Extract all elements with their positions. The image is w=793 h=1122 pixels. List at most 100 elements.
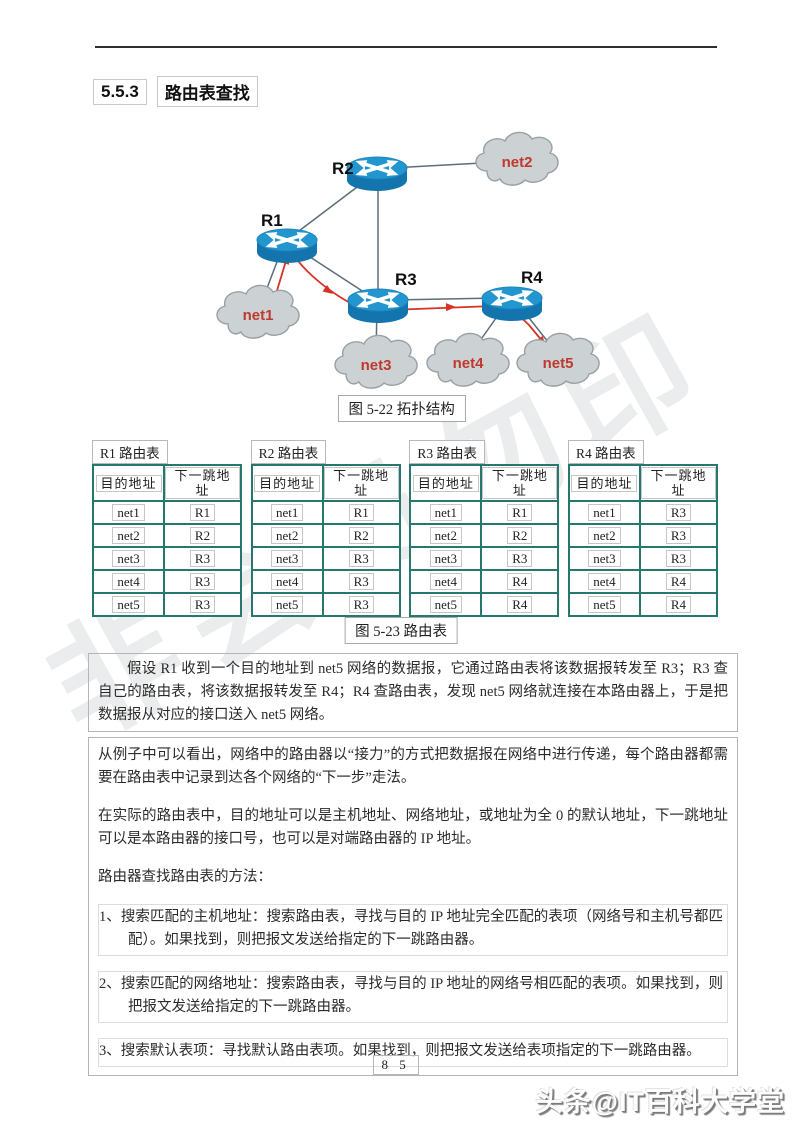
table-row: net3 R3 [250,546,401,571]
table-row: net3 R3 [409,546,560,571]
route-cell: net3 [409,546,483,571]
routing-table-r1: R1 路由表 目的地址 下一跳地址 net1 R1 net2 R2 net3 R… [91,440,242,617]
network-label-net5: net5 [543,355,574,372]
route-cell: R3 [163,546,242,571]
route-cell: net4 [250,569,324,594]
routing-table-title: R4 路由表 [567,440,644,464]
column-header-destination: 目的地址 [409,464,483,502]
router-label-r1: R1 [261,211,283,230]
table-row: net5 R4 [409,592,560,617]
column-header-destination: 目的地址 [91,464,166,502]
column-header-destination: 目的地址 [567,464,642,502]
table-row: net5 R4 [567,592,718,617]
router-icon-r4 [480,285,544,323]
route-cell: R3 [321,569,401,594]
figure-caption-5-23: 图 5-23 路由表 [344,617,458,644]
table-row: net2 R2 [91,523,242,548]
table-row: net2 R2 [409,523,560,548]
table-row: net1 R1 [250,500,401,525]
table-row: net3 R3 [567,546,718,571]
route-cell: R3 [480,546,560,571]
method-item-1: 1、搜索匹配的主机地址：搜索路由表，寻找与目的 IP 地址完全匹配的表项（网络号… [98,904,728,956]
route-cell: R3 [163,569,242,594]
table-row: net4 R4 [409,569,560,594]
route-cell: R4 [480,569,560,594]
router-icon-r3 [346,287,410,325]
column-header-nexthop: 下一跳地址 [163,464,242,502]
router-label-r2: R2 [332,159,354,178]
explanation-block: 从例子中可以看出，网络中的路由器以“接力”的方式把数据报在网络中进行传递，每个路… [88,737,738,1076]
route-cell: R4 [639,569,718,594]
figure-caption-5-22: 图 5-22 拓扑结构 [337,395,466,422]
section-heading: 5.5.3 路由表查找 [93,76,258,107]
route-cell: net4 [409,569,483,594]
route-cell: R3 [639,523,718,548]
route-cell: net4 [91,569,166,594]
route-cell: R3 [639,500,718,525]
column-header-nexthop: 下一跳地址 [480,464,560,502]
route-cell: R3 [163,592,242,617]
table-row: net1 R1 [409,500,560,525]
route-cell: net5 [409,592,483,617]
route-cell: R2 [480,523,560,548]
routing-table-r4: R4 路由表 目的地址 下一跳地址 net1 R3 net2 R3 net3 R… [567,440,718,617]
route-cell: net5 [250,592,324,617]
section-number: 5.5.3 [93,78,147,105]
routing-table: 目的地址 下一跳地址 net1 R1 net2 R2 net3 R3 net4 [91,464,242,617]
method-item-3: 3、搜索默认表项：寻找默认路由表项。如果找到，则把报文发送给表项指定的下一跳路由… [98,1038,728,1067]
routing-table-title: R2 路由表 [250,440,327,464]
footer-brand-watermark: 头条@IT百科大学堂 [535,1087,785,1117]
methods-title: 路由器查找路由表的方法： [98,869,272,885]
router-icon-r1 [255,227,319,265]
route-cell: net1 [250,500,324,525]
table-row: net3 R3 [91,546,242,571]
table-row: net5 R3 [91,592,242,617]
route-cell: net2 [250,523,324,548]
route-cell: net4 [567,569,642,594]
table-row: net2 R2 [250,523,401,548]
route-cell: net1 [91,500,166,525]
routing-table-r3: R3 路由表 目的地址 下一跳地址 net1 R1 net2 R2 net3 R… [409,440,560,617]
route-cell: R4 [480,592,560,617]
route-cell: R3 [321,592,401,617]
routing-tables-row: R1 路由表 目的地址 下一跳地址 net1 R1 net2 R2 net3 R… [91,440,718,617]
route-cell: R1 [480,500,560,525]
topology-svg: R1 R2 R3 R4 net1 net2 net3 net4 net5 [216,131,600,389]
paragraph-example: 假设 R1 收到一个目的地址到 net5 网络的数据报，它通过路由表将该数据报转… [88,653,738,732]
router-label-r4: R4 [521,268,543,287]
network-label-net1: net1 [243,307,274,324]
routing-table: 目的地址 下一跳地址 net1 R1 net2 R2 net3 R3 net4 [409,464,560,617]
route-cell: net3 [91,546,166,571]
network-label-net2: net2 [502,154,533,171]
routing-table-title: R1 路由表 [92,440,168,464]
page-number: 8 5 [372,1055,419,1075]
routing-table: 目的地址 下一跳地址 net1 R3 net2 R3 net3 R3 net4 [567,464,718,617]
paragraph-actual-table: 在实际的路由表中，目的地址可以是主机地址、网络地址，或地址为全 0 的默认地址，… [98,808,728,847]
router-label-r3: R3 [395,270,417,289]
table-row: net4 R3 [250,569,401,594]
column-header-nexthop: 下一跳地址 [639,464,718,502]
route-cell: R4 [639,592,718,617]
route-cell: R1 [163,500,242,525]
table-row: net4 R3 [91,569,242,594]
table-row: net2 R3 [567,523,718,548]
route-cell: R2 [321,523,401,548]
paragraph-relay: 从例子中可以看出，网络中的路由器以“接力”的方式把数据报在网络中进行传递，每个路… [98,747,728,786]
method-item-2: 2、搜索匹配的网络地址：搜索路由表，寻找与目的 IP 地址的网络号相匹配的表项。… [98,971,728,1023]
route-cell: net5 [91,592,166,617]
route-cell: net3 [567,546,642,571]
route-cell: net2 [409,523,483,548]
column-header-destination: 目的地址 [250,464,324,502]
routing-table: 目的地址 下一跳地址 net1 R1 net2 R2 net3 R3 net4 [250,464,401,617]
routing-table-title: R3 路由表 [409,440,485,464]
route-cell: R3 [321,546,401,571]
table-row: net4 R4 [567,569,718,594]
table-row: net1 R3 [567,500,718,525]
table-row: net5 R3 [250,592,401,617]
network-label-net3: net3 [361,357,392,374]
route-cell: net1 [409,500,483,525]
table-row: net1 R1 [91,500,242,525]
router-icon-r2 [345,155,409,193]
network-label-net4: net4 [453,355,485,372]
